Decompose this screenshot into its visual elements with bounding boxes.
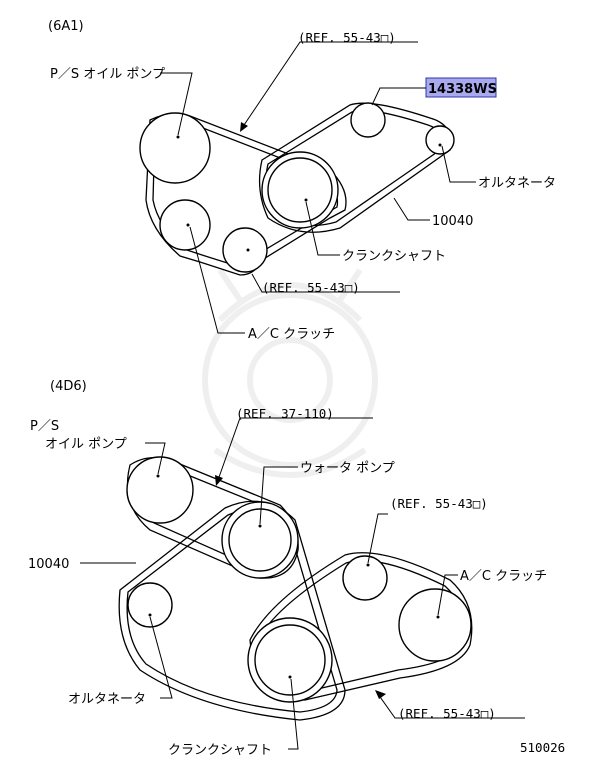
top-ref-upper-arrow bbox=[240, 122, 248, 132]
bottom-water-pump-leader bbox=[259, 466, 298, 525]
bottom-ref-water-pump: (REF. 37-110) bbox=[236, 406, 334, 421]
bottom-ref-water-pump-leader bbox=[217, 417, 373, 481]
top-belt-part-number: 10040 bbox=[432, 214, 473, 229]
bottom-ac-clutch-leader bbox=[437, 574, 458, 616]
engine-code-4d6: (4D6) bbox=[50, 379, 87, 394]
top-ac-pulley-left bbox=[159, 199, 211, 251]
bottom-ac-clutch-center bbox=[436, 615, 440, 619]
bottom-crankshaft-pulley-inner bbox=[254, 624, 326, 696]
bottom-ps-leader bbox=[145, 442, 166, 475]
bottom-alternator-leader bbox=[149, 616, 173, 699]
bottom-crankshaft-center bbox=[288, 675, 292, 679]
bottom-alternator-pulley bbox=[127, 582, 173, 628]
top-crankshaft-label: クランクシャフト bbox=[342, 249, 446, 264]
top-ac-left-center bbox=[186, 223, 190, 227]
top-ref-upper: (REF. 55-43□) bbox=[298, 30, 396, 45]
watermark-emblem bbox=[202, 268, 378, 478]
bottom-ac-idler-center bbox=[366, 563, 370, 567]
bottom-ac-clutch-pulley bbox=[398, 588, 472, 662]
highlight-leader bbox=[371, 87, 426, 106]
top-ac-right-center bbox=[246, 248, 250, 252]
bottom-ref-ac: (REF. 55-43□) bbox=[390, 496, 488, 511]
top-alternator-leader bbox=[441, 145, 476, 183]
top-ref-lower-leader bbox=[251, 273, 400, 293]
bottom-water-pump-label: ウォータ ポンプ bbox=[300, 461, 395, 476]
bottom-alternator-label: オルタネータ bbox=[68, 692, 146, 707]
bottom-belt-part-number: 10040 bbox=[28, 557, 69, 572]
top-crankshaft-leader bbox=[305, 201, 340, 256]
top-belt-leader bbox=[393, 197, 430, 221]
bottom-ac-clutch-label: A／C クラッチ bbox=[460, 569, 547, 584]
bottom-ps-label-line1: P／S bbox=[30, 419, 59, 434]
bottom-ac-idler-pulley bbox=[342, 555, 388, 601]
engine-code-6a1: (6A1) bbox=[48, 19, 84, 34]
top-alternator-label: オルタネータ bbox=[478, 176, 556, 191]
top-ps-pump-leader bbox=[160, 72, 193, 136]
bottom-ref-crank: (REF. 55-43□) bbox=[398, 706, 496, 721]
bottom-ps-pump-pulley bbox=[126, 456, 194, 524]
bottom-ps-pump-center bbox=[156, 474, 160, 478]
part-highlight-label[interactable]: 14338WS bbox=[428, 82, 497, 97]
top-ref-lower: (REF. 55-43□) bbox=[262, 280, 360, 295]
diagram-number: 510026 bbox=[520, 740, 565, 755]
bottom-ref-crank-leader bbox=[377, 693, 525, 719]
top-alternator-pulley bbox=[425, 125, 455, 155]
top-idler-pulley bbox=[350, 102, 386, 138]
bottom-ps-label-line2: オイル ポンプ bbox=[45, 437, 127, 452]
bottom-crankshaft-leader bbox=[288, 678, 299, 750]
bottom-water-pump-pulley-inner bbox=[228, 508, 292, 572]
top-ps-pump-label: P／S オイル ポンプ bbox=[50, 67, 165, 82]
bottom-ref-ac-leader bbox=[367, 513, 388, 564]
bottom-water-pump-center bbox=[258, 524, 262, 528]
bottom-crankshaft-label: クランクシャフト bbox=[168, 743, 272, 758]
top-alternator-center bbox=[438, 143, 442, 147]
top-ref-upper-leader bbox=[241, 41, 418, 129]
bottom-ref-crank-arrow bbox=[375, 690, 386, 699]
top-section: (6A1) P／S オイル ポンプ (REF. 55-43□) 14338WS … bbox=[48, 19, 556, 342]
top-crankshaft-pulley-inner bbox=[267, 157, 333, 223]
top-crankshaft-center bbox=[304, 198, 308, 202]
top-ac-clutch-label: A／C クラッチ bbox=[248, 327, 335, 342]
top-ps-pump-pulley bbox=[139, 112, 211, 184]
bottom-alternator-center bbox=[148, 613, 152, 617]
top-ac-pulley-right bbox=[222, 227, 268, 273]
bottom-section: (4D6) P／S オイル ポンプ (REF. 37-110) ウォータ ポンプ bbox=[28, 379, 547, 758]
bottom-ref-water-pump-arrow bbox=[215, 475, 223, 486]
top-ac-clutch-leader bbox=[189, 226, 245, 334]
top-ps-pump-center bbox=[176, 135, 180, 139]
